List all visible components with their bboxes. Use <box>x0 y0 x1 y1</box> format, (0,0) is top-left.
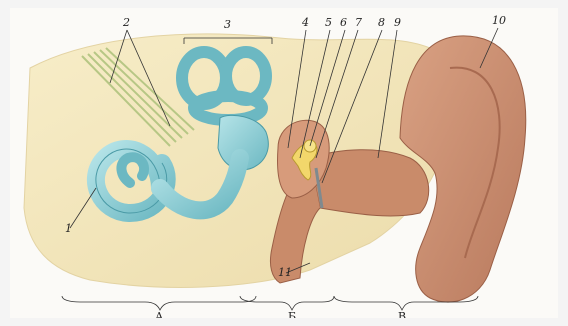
label-9: 9 <box>394 16 401 29</box>
label-5: 5 <box>325 16 332 29</box>
section-label-b: Б <box>288 310 296 318</box>
label-6: 6 <box>340 16 347 29</box>
label-8: 8 <box>378 16 385 29</box>
section-braces <box>62 296 478 310</box>
label-10: 10 <box>492 14 506 27</box>
ear-diagram: 2 3 4 5 6 7 8 9 10 1 11 А Б В <box>10 8 558 318</box>
label-7: 7 <box>355 16 362 29</box>
section-label-c: В <box>398 310 406 318</box>
label-2: 2 <box>122 16 130 29</box>
label-1: 1 <box>65 222 72 235</box>
section-label-a: А <box>155 310 164 318</box>
ear-anatomy-figure: 2 3 4 5 6 7 8 9 10 1 11 А Б В <box>10 8 558 318</box>
label-11: 11 <box>278 266 292 279</box>
label-4: 4 <box>301 16 309 29</box>
label-3: 3 <box>224 18 231 31</box>
